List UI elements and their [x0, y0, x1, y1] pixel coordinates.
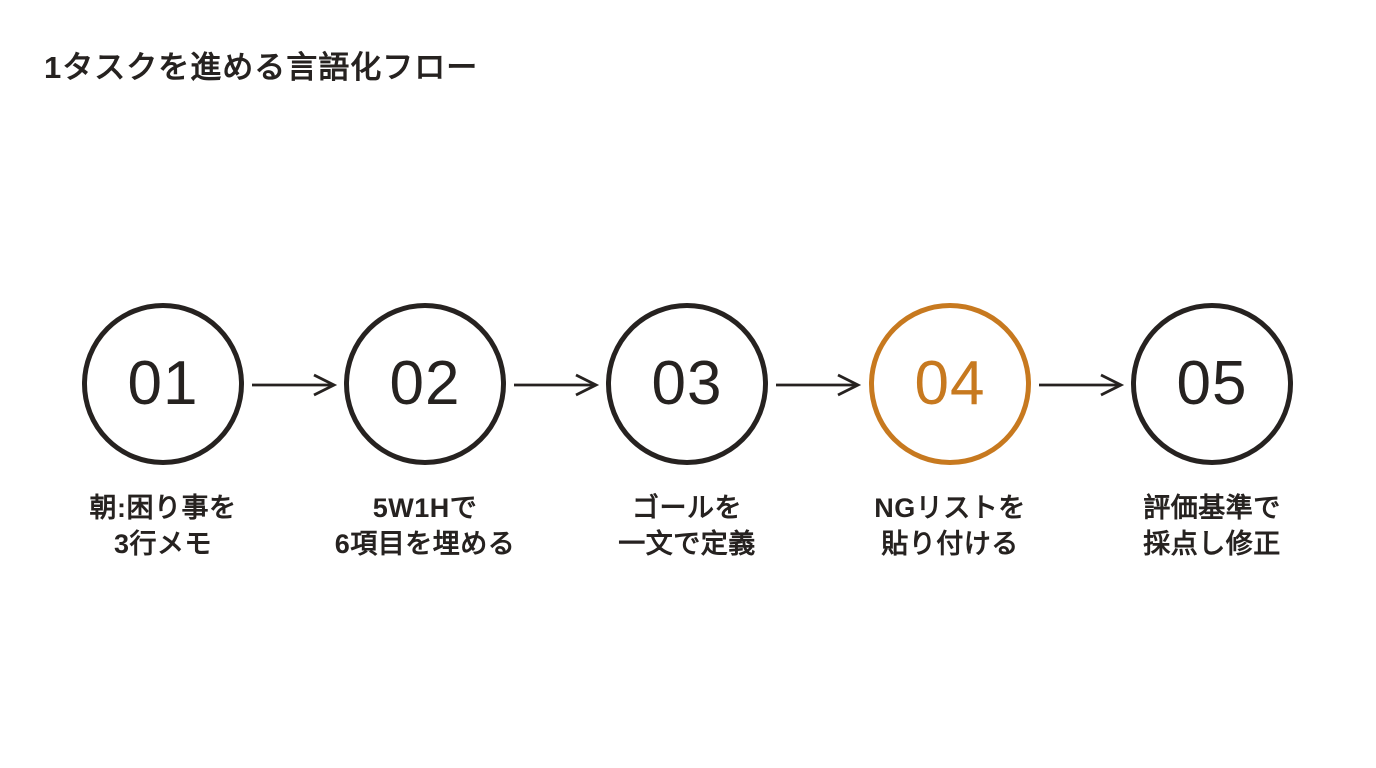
step-4-label: NGリストを 貼り付ける	[840, 490, 1060, 562]
step-5-label-line-2: 採点し修正	[1143, 529, 1281, 559]
step-5-label: 評価基準で 採点し修正	[1102, 490, 1322, 562]
step-4-circle: 04	[869, 303, 1031, 465]
step-2-number: 02	[389, 349, 461, 418]
flow-step-2: 02 5W1Hで 6項目を埋める	[315, 303, 535, 562]
flow-step-5: 05 評価基準で 採点し修正	[1102, 303, 1322, 562]
arrow-icon	[774, 371, 862, 399]
step-2-label: 5W1Hで 6項目を埋める	[315, 490, 535, 562]
step-2-label-line-2: 6項目を埋める	[334, 529, 516, 559]
step-1-number: 01	[127, 349, 199, 418]
flow-step-4-highlighted: 04 NGリストを 貼り付ける	[840, 303, 1060, 562]
step-1-label-line-1: 朝:困り事を	[89, 493, 237, 523]
arrow-icon	[1037, 371, 1125, 399]
step-4-number: 04	[914, 349, 986, 418]
arrow-icon	[512, 371, 600, 399]
flow-step-3: 03 ゴールを 一文で定義	[577, 303, 797, 562]
step-2-circle: 02	[344, 303, 506, 465]
step-1-label-line-2: 3行メモ	[113, 529, 213, 559]
page-title: 1タスクを進める言語化フロー	[44, 50, 479, 85]
arrow-icon	[250, 371, 338, 399]
step-3-number: 03	[651, 349, 723, 418]
step-2-label-line-1: 5W1Hで	[372, 493, 478, 523]
step-3-label: ゴールを 一文で定義	[577, 490, 797, 562]
step-5-circle: 05	[1131, 303, 1293, 465]
step-5-number: 05	[1176, 349, 1248, 418]
flow-step-1: 01 朝:困り事を 3行メモ	[53, 303, 273, 562]
step-1-circle: 01	[82, 303, 244, 465]
step-4-label-line-1: NGリストを	[874, 493, 1026, 523]
step-3-label-line-2: 一文で定義	[618, 529, 756, 559]
step-3-circle: 03	[606, 303, 768, 465]
step-1-label: 朝:困り事を 3行メモ	[53, 490, 273, 562]
step-3-label-line-1: ゴールを	[632, 493, 742, 523]
step-5-label-line-1: 評価基準で	[1143, 493, 1281, 523]
step-4-label-line-2: 貼り付ける	[881, 529, 1019, 559]
